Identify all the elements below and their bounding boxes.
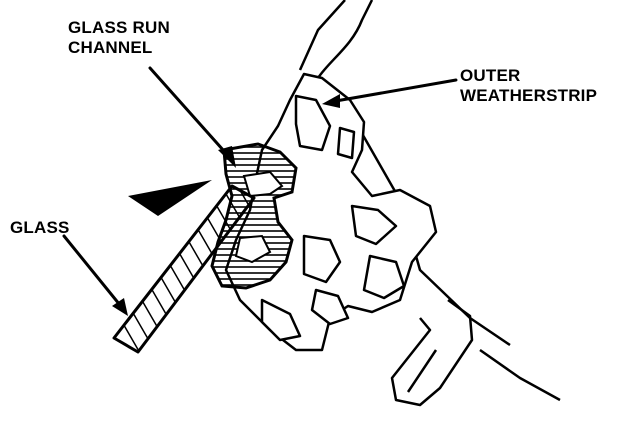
- label-outer-weatherstrip: OUTER WEATHERSTRIP: [460, 66, 597, 106]
- arrowhead-glass-run-channel: [218, 146, 236, 168]
- label-outer-weatherstrip-line1: OUTER: [460, 66, 521, 85]
- label-glass-run-channel: GLASS RUN CHANNEL: [68, 18, 170, 58]
- label-glass-run-channel-line2: CHANNEL: [68, 38, 153, 57]
- leader-arrowheads: [112, 94, 340, 316]
- leader-lines: [62, 66, 458, 312]
- outer-weatherstrip-body: [224, 72, 438, 352]
- door-panel-outline: [298, 0, 561, 407]
- label-outer-weatherstrip-line2: WEATHERSTRIP: [460, 86, 598, 105]
- arrowhead-outer-weatherstrip: [322, 94, 340, 108]
- label-glass-text: GLASS: [10, 218, 70, 237]
- solid-arrowhead-icon: [128, 180, 212, 216]
- label-glass-run-channel-line1: GLASS RUN: [68, 18, 170, 37]
- arrowhead-glass: [112, 298, 128, 316]
- glass-run-channel: [210, 142, 298, 290]
- label-glass: GLASS: [10, 218, 70, 238]
- leader-glass: [62, 234, 126, 312]
- glass-pane: [112, 184, 256, 354]
- leader-outer-weatherstrip: [328, 78, 458, 104]
- leader-glass-run-channel: [148, 66, 234, 162]
